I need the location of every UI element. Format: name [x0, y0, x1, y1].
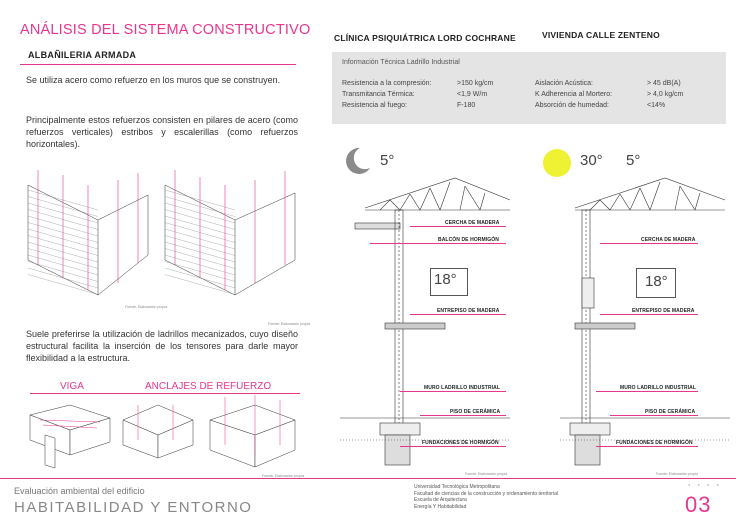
left-label-entrepiso: ENTREPISO DE MADERA: [437, 308, 500, 314]
info-value: >150 kg/cm: [457, 80, 494, 87]
paragraph-1: Se utiliza acero como refuerzo en los mu…: [26, 75, 281, 85]
page-number: 03: [685, 492, 712, 517]
callout-line: [400, 391, 506, 392]
outdoor-temp-right-a: 30°: [580, 152, 603, 169]
uni-line: Facultad de ciencias de la construcción …: [414, 490, 558, 497]
info-label: K Adherencia al Mortero:: [535, 91, 613, 98]
section-subtitle: ALBAÑILERIA ARMADA: [28, 50, 137, 60]
right-label-muro: MURO LADRILLO INDUSTRIAL: [620, 385, 697, 391]
callout-line: [410, 226, 506, 227]
callout-line: [600, 314, 698, 315]
left-label-fundaciones: FUNDACIONES DE HORMIGÓN: [422, 440, 499, 446]
source-note-5: Fuente: Elaboración propia: [656, 472, 699, 476]
anclaje-drawing-1: [122, 404, 194, 459]
uni-line: Energía Y Habitabilidad: [414, 503, 467, 510]
callout-line: [600, 243, 698, 244]
wall-drawing-right: [164, 170, 296, 296]
callout-line: [370, 243, 506, 244]
footer-title: HABITABILIDAD Y ENTORNO: [14, 499, 253, 516]
wall-drawing-left: [27, 170, 149, 296]
section-drawing-right: [560, 177, 730, 466]
viga-label: VIGA: [60, 381, 84, 392]
subtitle-underline: [20, 64, 296, 65]
paragraph-2: Principalmente estos refuerzos consisten…: [26, 115, 298, 149]
right-label-piso: PISO DE CERÁMICA: [645, 409, 696, 415]
page-title: ANÁLISIS DEL SISTEMA CONSTRUCTIVO: [20, 22, 311, 38]
info-label: Transmitancia Térmica:: [342, 91, 415, 98]
source-note-4: Fuente: Elaboración propia: [465, 472, 508, 476]
right-label-fundaciones: FUNDACIONES DE HORMIGÓN: [616, 440, 693, 446]
project-title-right: VIVIENDA CALLE ZENTENO: [542, 30, 660, 40]
indoor-temp-frame-right: [636, 268, 676, 298]
info-heading: Información Técnica Ladrillo Industrial: [342, 59, 460, 66]
source-note-3: Fuente: Elaboración propia: [262, 474, 305, 478]
page-dots: ● ● ● ●: [688, 482, 722, 487]
paragraph-3: Suele preferirse la utilización de ladri…: [26, 329, 298, 363]
footer-rule: [0, 478, 736, 479]
source-note-2: Fuente: Elaboración propia: [268, 322, 311, 326]
info-value: F-180: [457, 102, 476, 109]
anclaje-drawing-2: [209, 395, 296, 468]
info-label: Resistencia al fuego:: [342, 102, 407, 109]
info-label: Absorción de humedad:: [535, 102, 609, 109]
info-value: > 45 dB(A): [647, 80, 681, 87]
anclajes-label: ANCLAJES DE REFUERZO: [145, 381, 272, 392]
section-drawing-left: [340, 177, 511, 466]
footer-subtitle: Evaluación ambiental del edificio: [14, 486, 145, 496]
info-value: <14%: [647, 102, 666, 109]
callout-line: [400, 446, 506, 447]
callout-line: [596, 446, 698, 447]
indoor-temp-frame-left: [430, 268, 468, 296]
right-label-cercha: CERCHA DE MADERA: [641, 237, 696, 243]
indoor-temp-left: 18°: [434, 271, 457, 288]
right-label-entrepiso: ENTREPISO DE MADERA: [632, 308, 695, 314]
outdoor-temp-right-b: 5°: [626, 152, 641, 169]
moon-icon: [346, 147, 370, 174]
info-label: Aislación Acústica:: [535, 80, 593, 87]
uni-line: Escuela de Arquitectura: [414, 497, 467, 503]
uni-line: Universidad Tecnológica Metropolitana: [414, 484, 500, 490]
callout-line: [610, 415, 698, 416]
technical-info-box: Información Técnica Ladrillo Industrial …: [332, 52, 726, 124]
left-label-balcon: BALCÓN DE HORMIGÓN: [438, 237, 499, 243]
info-label: Resistencia a la compresión:: [342, 80, 432, 87]
detail-rule: [30, 393, 300, 394]
left-label-muro: MURO LADRILLO INDUSTRIAL: [424, 385, 501, 391]
callout-line: [420, 415, 506, 416]
left-label-piso: PISO DE CERÁMICA: [450, 409, 501, 415]
outdoor-temp-left: 5°: [380, 152, 395, 169]
callout-line: [410, 314, 506, 315]
info-value: > 4,0 kg/cm: [647, 91, 684, 98]
source-note-1: Fuente: Elaboración propia: [125, 305, 168, 309]
sun-icon: [543, 149, 571, 177]
indoor-temp-right: 18°: [645, 273, 668, 290]
left-label-cercha: CERCHA DE MADERA: [445, 220, 500, 226]
viga-drawing: [29, 404, 111, 469]
project-title-left: CLÍNICA PSIQUIÁTRICA LORD COCHRANE: [334, 33, 516, 43]
info-value: <1,9 W/m: [457, 91, 488, 98]
callout-line: [596, 391, 698, 392]
